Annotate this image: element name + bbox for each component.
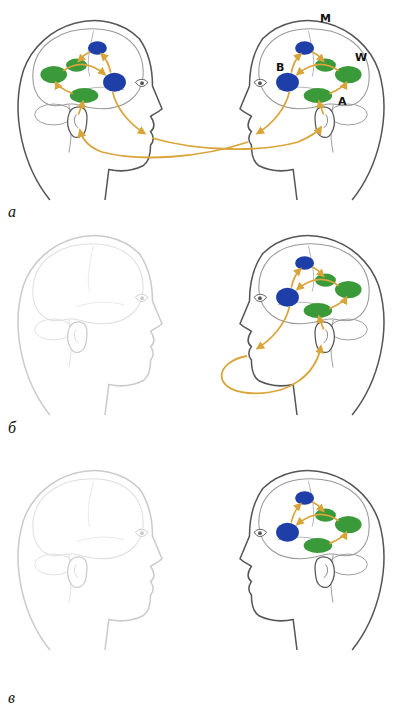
sound-path [80,130,248,157]
area-label: W [355,52,367,63]
panel-letter: а [8,204,16,220]
panel-letter: в [8,690,15,706]
area-label: A [338,96,347,107]
panel-a [18,21,384,200]
panel-c [18,471,384,650]
area-label: B [276,62,284,73]
feedback-path [222,346,321,393]
area-label: M [320,13,331,24]
panel-b [18,236,384,415]
panel-letter: б [8,420,16,436]
